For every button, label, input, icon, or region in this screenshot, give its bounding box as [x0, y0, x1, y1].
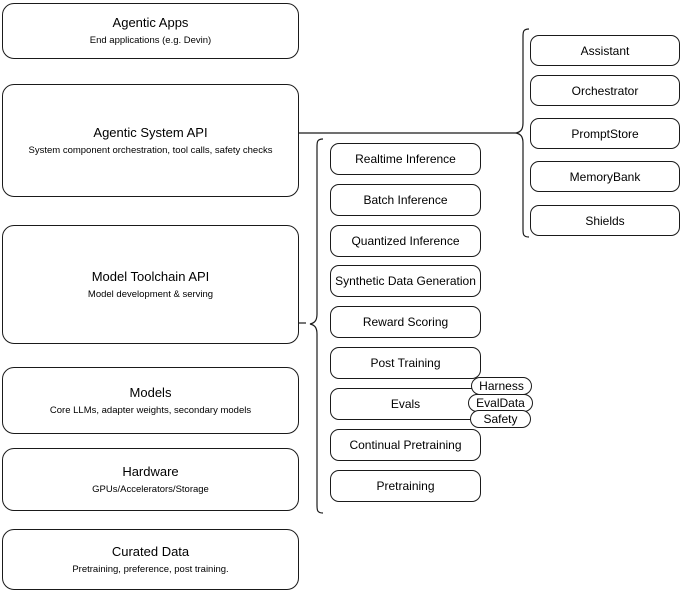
capability-chip-label: Continual Pretraining	[349, 438, 462, 452]
component-chip-label: Orchestrator	[571, 83, 639, 98]
layer-title: Models	[129, 384, 172, 400]
component-chip-assistant[interactable]: Assistant	[530, 35, 680, 66]
layer-subtitle: Model development & serving	[87, 288, 214, 300]
capability-chip-continual-pretraining[interactable]: Continual Pretraining	[330, 429, 481, 461]
evals-pill-safety[interactable]: Safety	[470, 410, 531, 428]
layer-subtitle: Core LLMs, adapter weights, secondary mo…	[49, 404, 252, 416]
component-chip-label: Shields	[585, 213, 625, 228]
layer-box-hardware[interactable]: Hardware GPUs/Accelerators/Storage	[2, 448, 299, 511]
capability-chip-label: Reward Scoring	[362, 315, 449, 329]
component-chip-promptstore[interactable]: PromptStore	[530, 118, 680, 149]
component-chip-label: Assistant	[580, 43, 630, 58]
capability-chip-label: Batch Inference	[363, 193, 448, 207]
layer-box-model-toolchain-api[interactable]: Model Toolchain API Model development & …	[2, 225, 299, 344]
capability-chip-post-training[interactable]: Post Training	[330, 347, 481, 379]
component-chip-orchestrator[interactable]: Orchestrator	[530, 75, 680, 106]
layer-title: Agentic System API	[93, 124, 208, 140]
layer-box-models[interactable]: Models Core LLMs, adapter weights, secon…	[2, 367, 299, 434]
layer-box-curated-data[interactable]: Curated Data Pretraining, preference, po…	[2, 529, 299, 590]
layer-box-agentic-apps[interactable]: Agentic Apps End applications (e.g. Devi…	[2, 3, 299, 59]
capability-chip-batch-inference[interactable]: Batch Inference	[330, 184, 481, 216]
component-chip-shields[interactable]: Shields	[530, 205, 680, 236]
evals-pill-label: Harness	[479, 379, 524, 393]
component-chip-memorybank[interactable]: MemoryBank	[530, 161, 680, 192]
component-chip-label: MemoryBank	[569, 169, 641, 184]
capability-chip-label: Realtime Inference	[355, 152, 456, 166]
capability-chip-pretraining[interactable]: Pretraining	[330, 470, 481, 502]
evals-pill-label: EvalData	[476, 396, 525, 410]
toolchain-capabilities-brace	[309, 138, 324, 514]
capability-chip-quantized-inference[interactable]: Quantized Inference	[330, 225, 481, 257]
capability-chip-label: Synthetic Data Generation	[335, 274, 476, 288]
evals-pill-label: Safety	[483, 412, 518, 426]
layer-subtitle: End applications (e.g. Devin)	[89, 35, 212, 46]
layer-subtitle: Pretraining, preference, post training.	[72, 563, 229, 575]
layer-subtitle: GPUs/Accelerators/Storage	[92, 483, 209, 495]
component-chip-label: PromptStore	[571, 126, 639, 141]
evals-pill-harness[interactable]: Harness	[471, 377, 532, 395]
capability-chip-label: Evals	[390, 397, 421, 411]
layer-title: Hardware	[122, 463, 179, 479]
capability-chip-evals[interactable]: Evals	[330, 388, 481, 420]
capability-chip-label: Pretraining	[376, 479, 435, 493]
layer-box-agentic-system-api[interactable]: Agentic System API System component orch…	[2, 84, 299, 197]
capability-chip-synthetic-data-generation[interactable]: Synthetic Data Generation	[330, 265, 481, 297]
layer-title: Model Toolchain API	[91, 268, 210, 284]
capability-chip-realtime-inference[interactable]: Realtime Inference	[330, 143, 481, 175]
capability-chip-label: Post Training	[370, 356, 441, 370]
connector-model-toolchain-api	[299, 322, 306, 324]
capability-chip-reward-scoring[interactable]: Reward Scoring	[330, 306, 481, 338]
capability-chip-label: Quantized Inference	[351, 234, 460, 248]
layer-title: Curated Data	[111, 543, 190, 559]
layer-subtitle: System component orchestration, tool cal…	[28, 144, 273, 156]
layer-title: Agentic Apps	[112, 15, 189, 30]
